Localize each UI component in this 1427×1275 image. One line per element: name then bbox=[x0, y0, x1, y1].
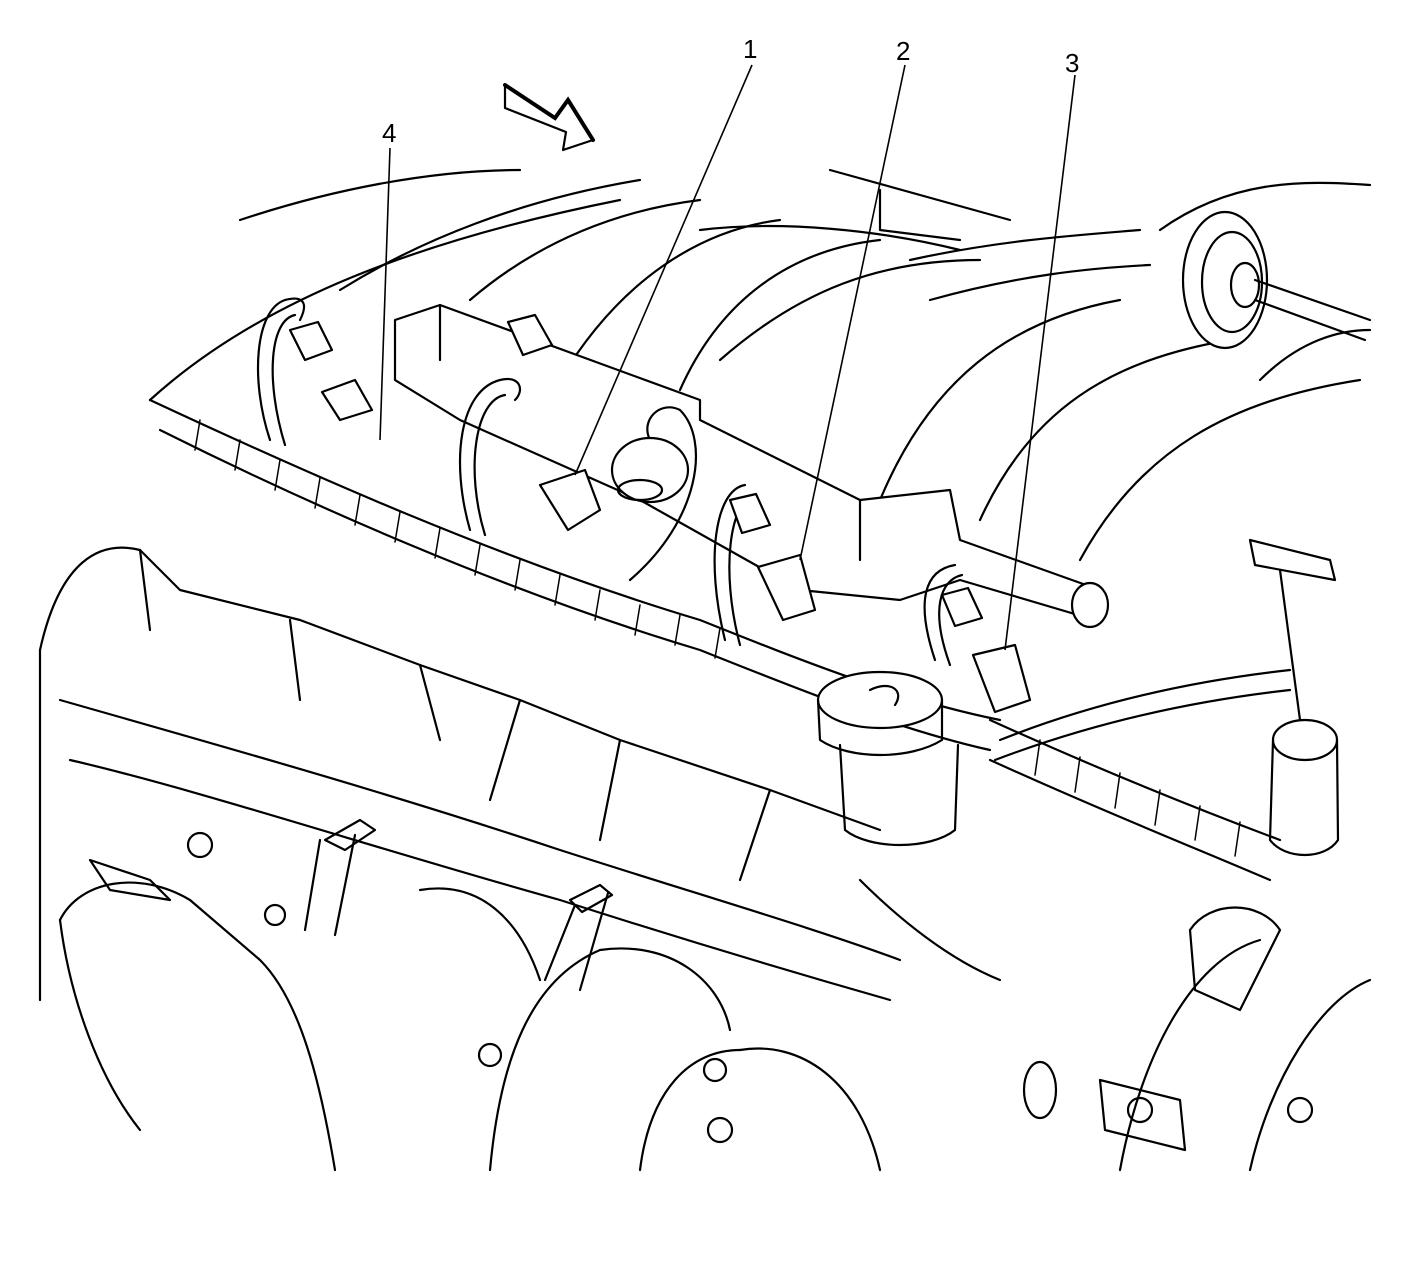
callout-4: 4 bbox=[382, 118, 396, 148]
sensor-connector bbox=[610, 436, 690, 504]
valve-cover-coils bbox=[38, 546, 902, 1002]
fuel-injector-connector-2 bbox=[728, 492, 817, 622]
svg-text:4: 4 bbox=[382, 118, 396, 148]
exhaust-manifold bbox=[58, 818, 1372, 1172]
fuel-injector-rail bbox=[393, 303, 1110, 629]
direction-arrow-icon bbox=[503, 83, 595, 152]
svg-text:1: 1 bbox=[743, 34, 757, 64]
right-side-components bbox=[993, 538, 1340, 1152]
injector-wiring-harness bbox=[148, 297, 1282, 882]
svg-text:2: 2 bbox=[896, 36, 910, 66]
callout-leaders bbox=[379, 64, 1076, 651]
svg-text:3: 3 bbox=[1065, 48, 1079, 78]
fuel-injector-connector-1 bbox=[506, 313, 602, 532]
callout-1: 1 bbox=[743, 34, 757, 64]
callout-2: 2 bbox=[896, 36, 910, 66]
fuel-injector-connector-3 bbox=[940, 586, 1032, 714]
oil-fill-cap bbox=[816, 670, 960, 847]
intake-manifold bbox=[148, 168, 1362, 562]
fuel-injector-connector-4 bbox=[288, 320, 374, 422]
callout-3: 3 bbox=[1065, 48, 1079, 78]
